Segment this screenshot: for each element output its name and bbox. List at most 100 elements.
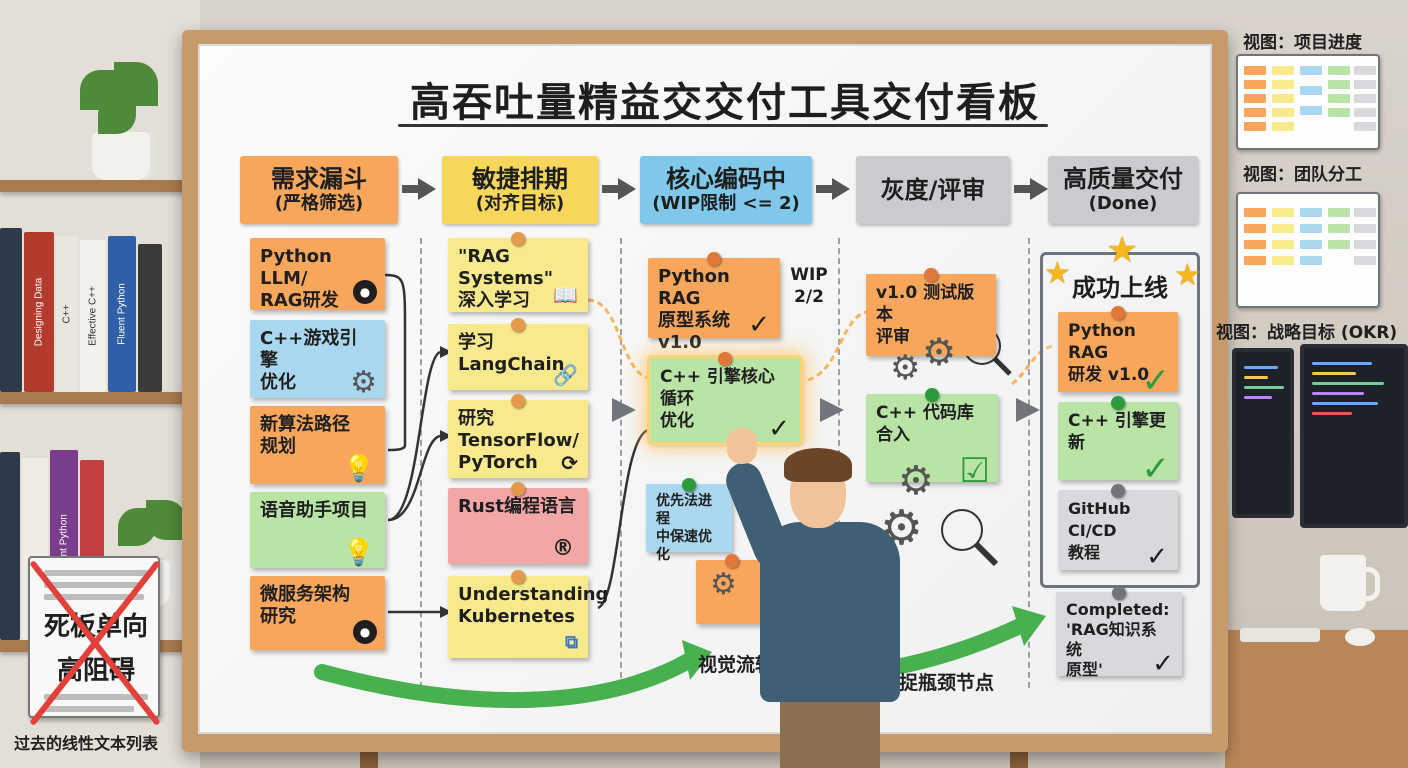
person-hair bbox=[784, 448, 852, 482]
check-icon: ✓ bbox=[748, 310, 770, 340]
pin-icon bbox=[511, 232, 525, 246]
note-text: Python RAG 原型系统 v1.0 bbox=[658, 266, 730, 353]
gear-icon: ⚙ bbox=[890, 348, 921, 388]
column-title: 核心编码中 bbox=[666, 165, 786, 193]
book-spine bbox=[0, 452, 20, 640]
planning-note[interactable]: Understanding Kubernetes ⧉ bbox=[448, 570, 608, 658]
column-divider bbox=[420, 238, 422, 688]
planning-note[interactable]: "RAG Systems" 深入学习 📖 bbox=[448, 232, 588, 312]
gear-icon: ⚙ bbox=[350, 365, 377, 400]
backlog-note[interactable]: 语音助手项目 💡 bbox=[250, 492, 385, 568]
pin-icon bbox=[1111, 306, 1125, 320]
check-icon: ☑ bbox=[959, 451, 990, 491]
check-icon: ✓ bbox=[1141, 449, 1171, 489]
star-icon: ★ bbox=[1106, 230, 1139, 271]
column-header-backlog: 需求漏斗 (严格筛选) bbox=[240, 156, 398, 224]
wip-value: 2/2 bbox=[794, 287, 824, 307]
note-text: Rust编程语言 bbox=[458, 496, 576, 517]
coding-card-active[interactable]: C++ 引擎核心循环 优化 ✓ bbox=[650, 352, 800, 442]
pin-icon bbox=[1111, 396, 1125, 410]
column-divider bbox=[620, 238, 622, 688]
column-title: 高质量交付 bbox=[1063, 165, 1183, 193]
pin-icon bbox=[511, 570, 525, 584]
column-title: 敏捷排期 bbox=[472, 165, 568, 193]
check-icon: ✓ bbox=[1141, 361, 1171, 401]
note-text: 优先法进程 中保速优化 bbox=[656, 493, 712, 563]
pin-icon bbox=[707, 252, 721, 266]
flow-arrow bbox=[602, 178, 636, 200]
keyboard bbox=[1240, 628, 1320, 642]
bottleneck-label: 捕捉瓶颈节点 bbox=[880, 672, 995, 694]
pin-icon bbox=[682, 478, 696, 492]
backlog-note[interactable]: 新算法路径 规划 💡 bbox=[250, 406, 385, 484]
column-header-done: 高质量交付 (Done) bbox=[1048, 156, 1198, 224]
wip-limit: WIP 2/2 bbox=[784, 264, 834, 308]
column-subtitle: (对齐目标) bbox=[475, 193, 565, 214]
bottleneck-flow-arrow bbox=[872, 618, 1028, 678]
review-card[interactable]: C++ 代码库合入 ☑ bbox=[866, 388, 998, 491]
column-header-coding: 核心编码中 (WIP限制 <= 2) bbox=[640, 156, 812, 224]
column-subtitle: (严格筛选) bbox=[274, 193, 364, 214]
note-text: Completed: 'RAG知识系统 原型' bbox=[1066, 600, 1170, 679]
note-text: v1.0 测试版本 评审 bbox=[876, 283, 975, 347]
note-text: C++ 引擎核心循环 优化 bbox=[660, 367, 775, 431]
book-icon: 📖 bbox=[553, 283, 578, 307]
desk bbox=[1225, 630, 1408, 768]
done-card[interactable]: C++ 引擎更新 ✓ bbox=[1058, 396, 1178, 489]
done-card[interactable]: Python RAG 研发 v1.0 ✓ bbox=[1058, 306, 1178, 401]
pin-icon bbox=[725, 554, 739, 568]
star-icon: ★ bbox=[1044, 256, 1071, 291]
review-card[interactable]: v1.0 测试版本 评审 bbox=[866, 268, 996, 356]
planning-note[interactable]: 学习LangChain 🔗 bbox=[448, 318, 588, 390]
pin-icon bbox=[511, 482, 525, 496]
priority-note[interactable]: 优先法进程 中保速优化 bbox=[646, 478, 732, 563]
view-card-progress[interactable] bbox=[1236, 54, 1380, 150]
glow-connector bbox=[807, 310, 867, 382]
book-spine: C++ bbox=[56, 236, 78, 392]
book-spine: Effective C++ bbox=[80, 240, 106, 392]
completed-card[interactable]: Completed: 'RAG知识系统 原型' ✓ bbox=[1056, 586, 1182, 679]
plant-leaf bbox=[98, 96, 136, 134]
view-card-team[interactable] bbox=[1236, 192, 1380, 308]
backlog-note[interactable]: Python LLM/ RAG研发 ● bbox=[250, 238, 385, 311]
arrow-head bbox=[440, 606, 452, 618]
person-pants bbox=[780, 690, 880, 768]
backlog-note[interactable]: C++游戏引擎 优化 ⚙ bbox=[250, 320, 385, 398]
check-icon: ✓ bbox=[1152, 649, 1174, 679]
connector-line bbox=[597, 428, 649, 610]
gear-icon: ⚙ bbox=[710, 567, 737, 602]
old-method-line2: 高阻碍 bbox=[56, 656, 135, 686]
note-text: 学习LangChain bbox=[458, 332, 565, 375]
shelf-middle bbox=[0, 392, 200, 404]
old-method-caption: 过去的线性文本列表 bbox=[14, 734, 159, 753]
coffee-mug bbox=[1320, 555, 1380, 611]
book-spine: Fluent Python bbox=[108, 236, 136, 392]
planning-note[interactable]: Rust编程语言 ® bbox=[448, 482, 588, 564]
coding-card[interactable]: Python RAG 原型系统 v1.0 ✓ bbox=[648, 252, 780, 353]
note-text: "RAG Systems" 深入学习 bbox=[458, 246, 554, 311]
bottleneck-flow-arrowhead bbox=[1012, 606, 1046, 646]
column-divider bbox=[1028, 238, 1030, 688]
glow-connector bbox=[1011, 344, 1057, 386]
flow-arrow bbox=[402, 178, 436, 200]
pin-icon bbox=[924, 268, 938, 282]
mouse bbox=[1345, 628, 1375, 646]
note-text: C++游戏引擎 优化 bbox=[260, 328, 358, 393]
network-icon: ⧉ bbox=[565, 632, 578, 653]
pin-icon bbox=[1111, 484, 1125, 498]
book-spine bbox=[138, 244, 162, 392]
visual-flow-arrow bbox=[314, 652, 698, 709]
monitor-right bbox=[1300, 344, 1408, 528]
pin-icon bbox=[925, 388, 939, 402]
gear-note: ⚙ bbox=[696, 554, 768, 624]
person-hand bbox=[727, 428, 757, 464]
backlog-note[interactable]: 微服务架构 研究 ● bbox=[250, 576, 385, 650]
note-text: 微服务架构 研究 bbox=[260, 584, 350, 627]
success-banner: 成功上线 bbox=[1072, 274, 1168, 302]
star-icon: ★ bbox=[1174, 258, 1201, 293]
planning-note[interactable]: 研究TensorFlow/ PyTorch ⟳ bbox=[448, 394, 588, 478]
note-text: Python RAG 研发 v1.0 bbox=[1068, 321, 1150, 385]
done-card[interactable]: GitHub CI/CD 教程 ✓ bbox=[1058, 484, 1178, 570]
gear-icon: ⚙ bbox=[922, 330, 957, 374]
wip-label: WIP bbox=[790, 265, 828, 285]
